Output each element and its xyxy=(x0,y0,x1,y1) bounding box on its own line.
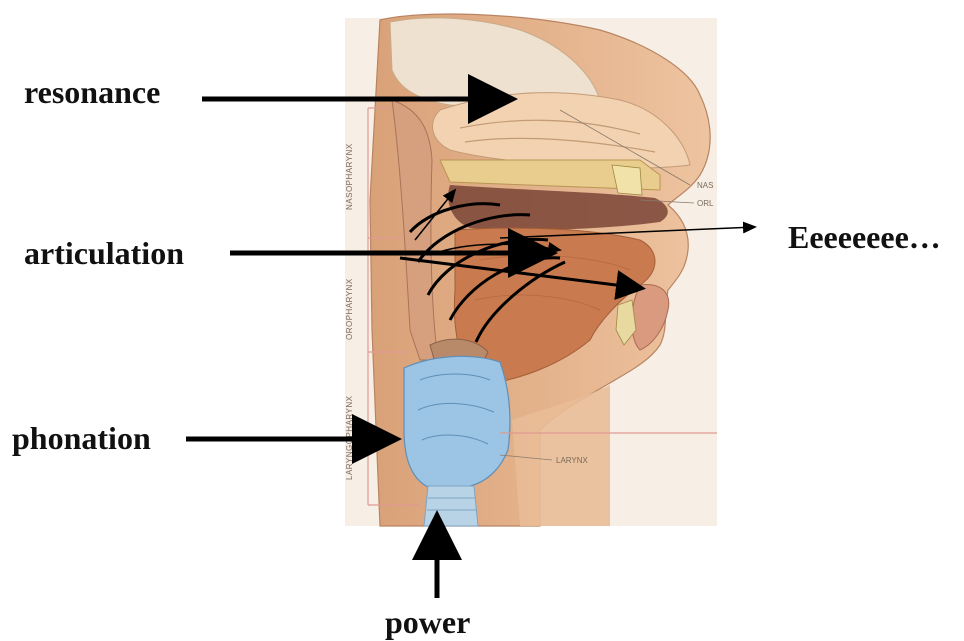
label-resonance: resonance xyxy=(24,74,160,110)
trachea xyxy=(424,486,478,526)
label-larynx: LARYNX xyxy=(556,456,589,465)
label-power: power xyxy=(385,604,470,640)
larynx xyxy=(404,356,510,488)
label-nasopharynx: NASOPHARYNX xyxy=(345,143,354,210)
label-oropharynx: OROPHARYNX xyxy=(345,278,354,340)
label-articulation: articulation xyxy=(24,235,184,271)
anatomy-illustration: NASOPHARYNX OROPHARYNX LARYNGOPHARYNX NA… xyxy=(345,14,717,526)
label-oral: ORL xyxy=(697,199,714,208)
label-phonation: phonation xyxy=(12,420,151,456)
label-output-sound: Eeeeeeee… xyxy=(788,219,941,255)
label-nasal: NAS xyxy=(697,181,713,190)
